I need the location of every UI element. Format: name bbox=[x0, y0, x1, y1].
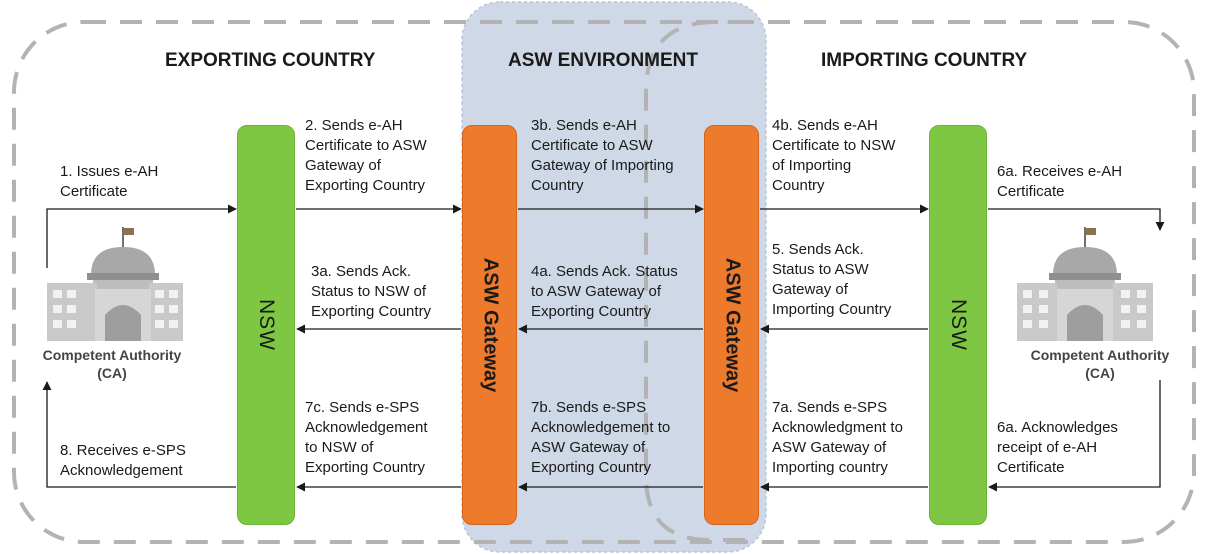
importing-country-boundary bbox=[644, 20, 745, 542]
nsw-exporting-pillar: NSW bbox=[237, 125, 295, 525]
arrow-step-8 bbox=[42, 381, 236, 488]
step-7a-label: 7a. Sends e-SPS Acknowledgment to ASW Ga… bbox=[772, 399, 903, 476]
step-4a-label: 4a. Sends Ack. Status to ASW Gateway of … bbox=[531, 263, 678, 320]
importing-country-title: IMPORTING COUNTRY bbox=[821, 50, 1028, 71]
competent-authority-importing-label: Competent Authority (CA) bbox=[1030, 347, 1170, 381]
exporting-country-boundary bbox=[12, 20, 1196, 544]
nsw-importing-pillar: NSW bbox=[929, 125, 987, 525]
arrow-step-1 bbox=[46, 204, 237, 268]
competent-authority-exporting-label: Competent Authority (CA) bbox=[42, 347, 182, 381]
step-7b-label: 7b. Sends e-SPS Acknowledgement to ASW G… bbox=[531, 399, 671, 476]
step-6a-ack-label: 6a. Acknowledges receipt of e-AH Certifi… bbox=[997, 419, 1118, 476]
government-building-icon bbox=[1017, 227, 1153, 341]
step-8-label: 8. Receives e-SPS Acknowledgement bbox=[60, 442, 186, 479]
step-1-label: 1. Issues e-AH Certificate bbox=[60, 163, 159, 200]
step-7c-label: 7c. Sends e-SPS Acknowledgement to NSW o… bbox=[305, 399, 428, 476]
step-6a-receive-label: 6a. Receives e-AH Certificate bbox=[997, 163, 1123, 200]
arrow-step-6a-ack bbox=[988, 380, 1161, 492]
asw-gateway-importing-pillar: ASW Gateway bbox=[704, 125, 759, 525]
step-4b-label: 4b. Sends e-AH Certificate to NSW of Imp… bbox=[772, 117, 896, 194]
step-2-label: 2. Sends e-AH Certificate to ASW Gateway… bbox=[305, 117, 427, 194]
government-building-icon bbox=[47, 227, 183, 341]
arrow-step-6a-receive bbox=[988, 208, 1165, 231]
asw-environment-title: ASW ENVIRONMENT bbox=[508, 50, 698, 71]
exporting-country-title: EXPORTING COUNTRY bbox=[165, 50, 376, 71]
asw-gateway-exporting-pillar: ASW Gateway bbox=[462, 125, 517, 525]
step-3a-label: 3a. Sends Ack. Status to NSW of Exportin… bbox=[311, 263, 432, 320]
step-3b-label: 3b. Sends e-AH Certificate to ASW Gatewa… bbox=[531, 117, 674, 194]
step-5-label: 5. Sends Ack. Status to ASW Gateway of I… bbox=[772, 241, 892, 318]
